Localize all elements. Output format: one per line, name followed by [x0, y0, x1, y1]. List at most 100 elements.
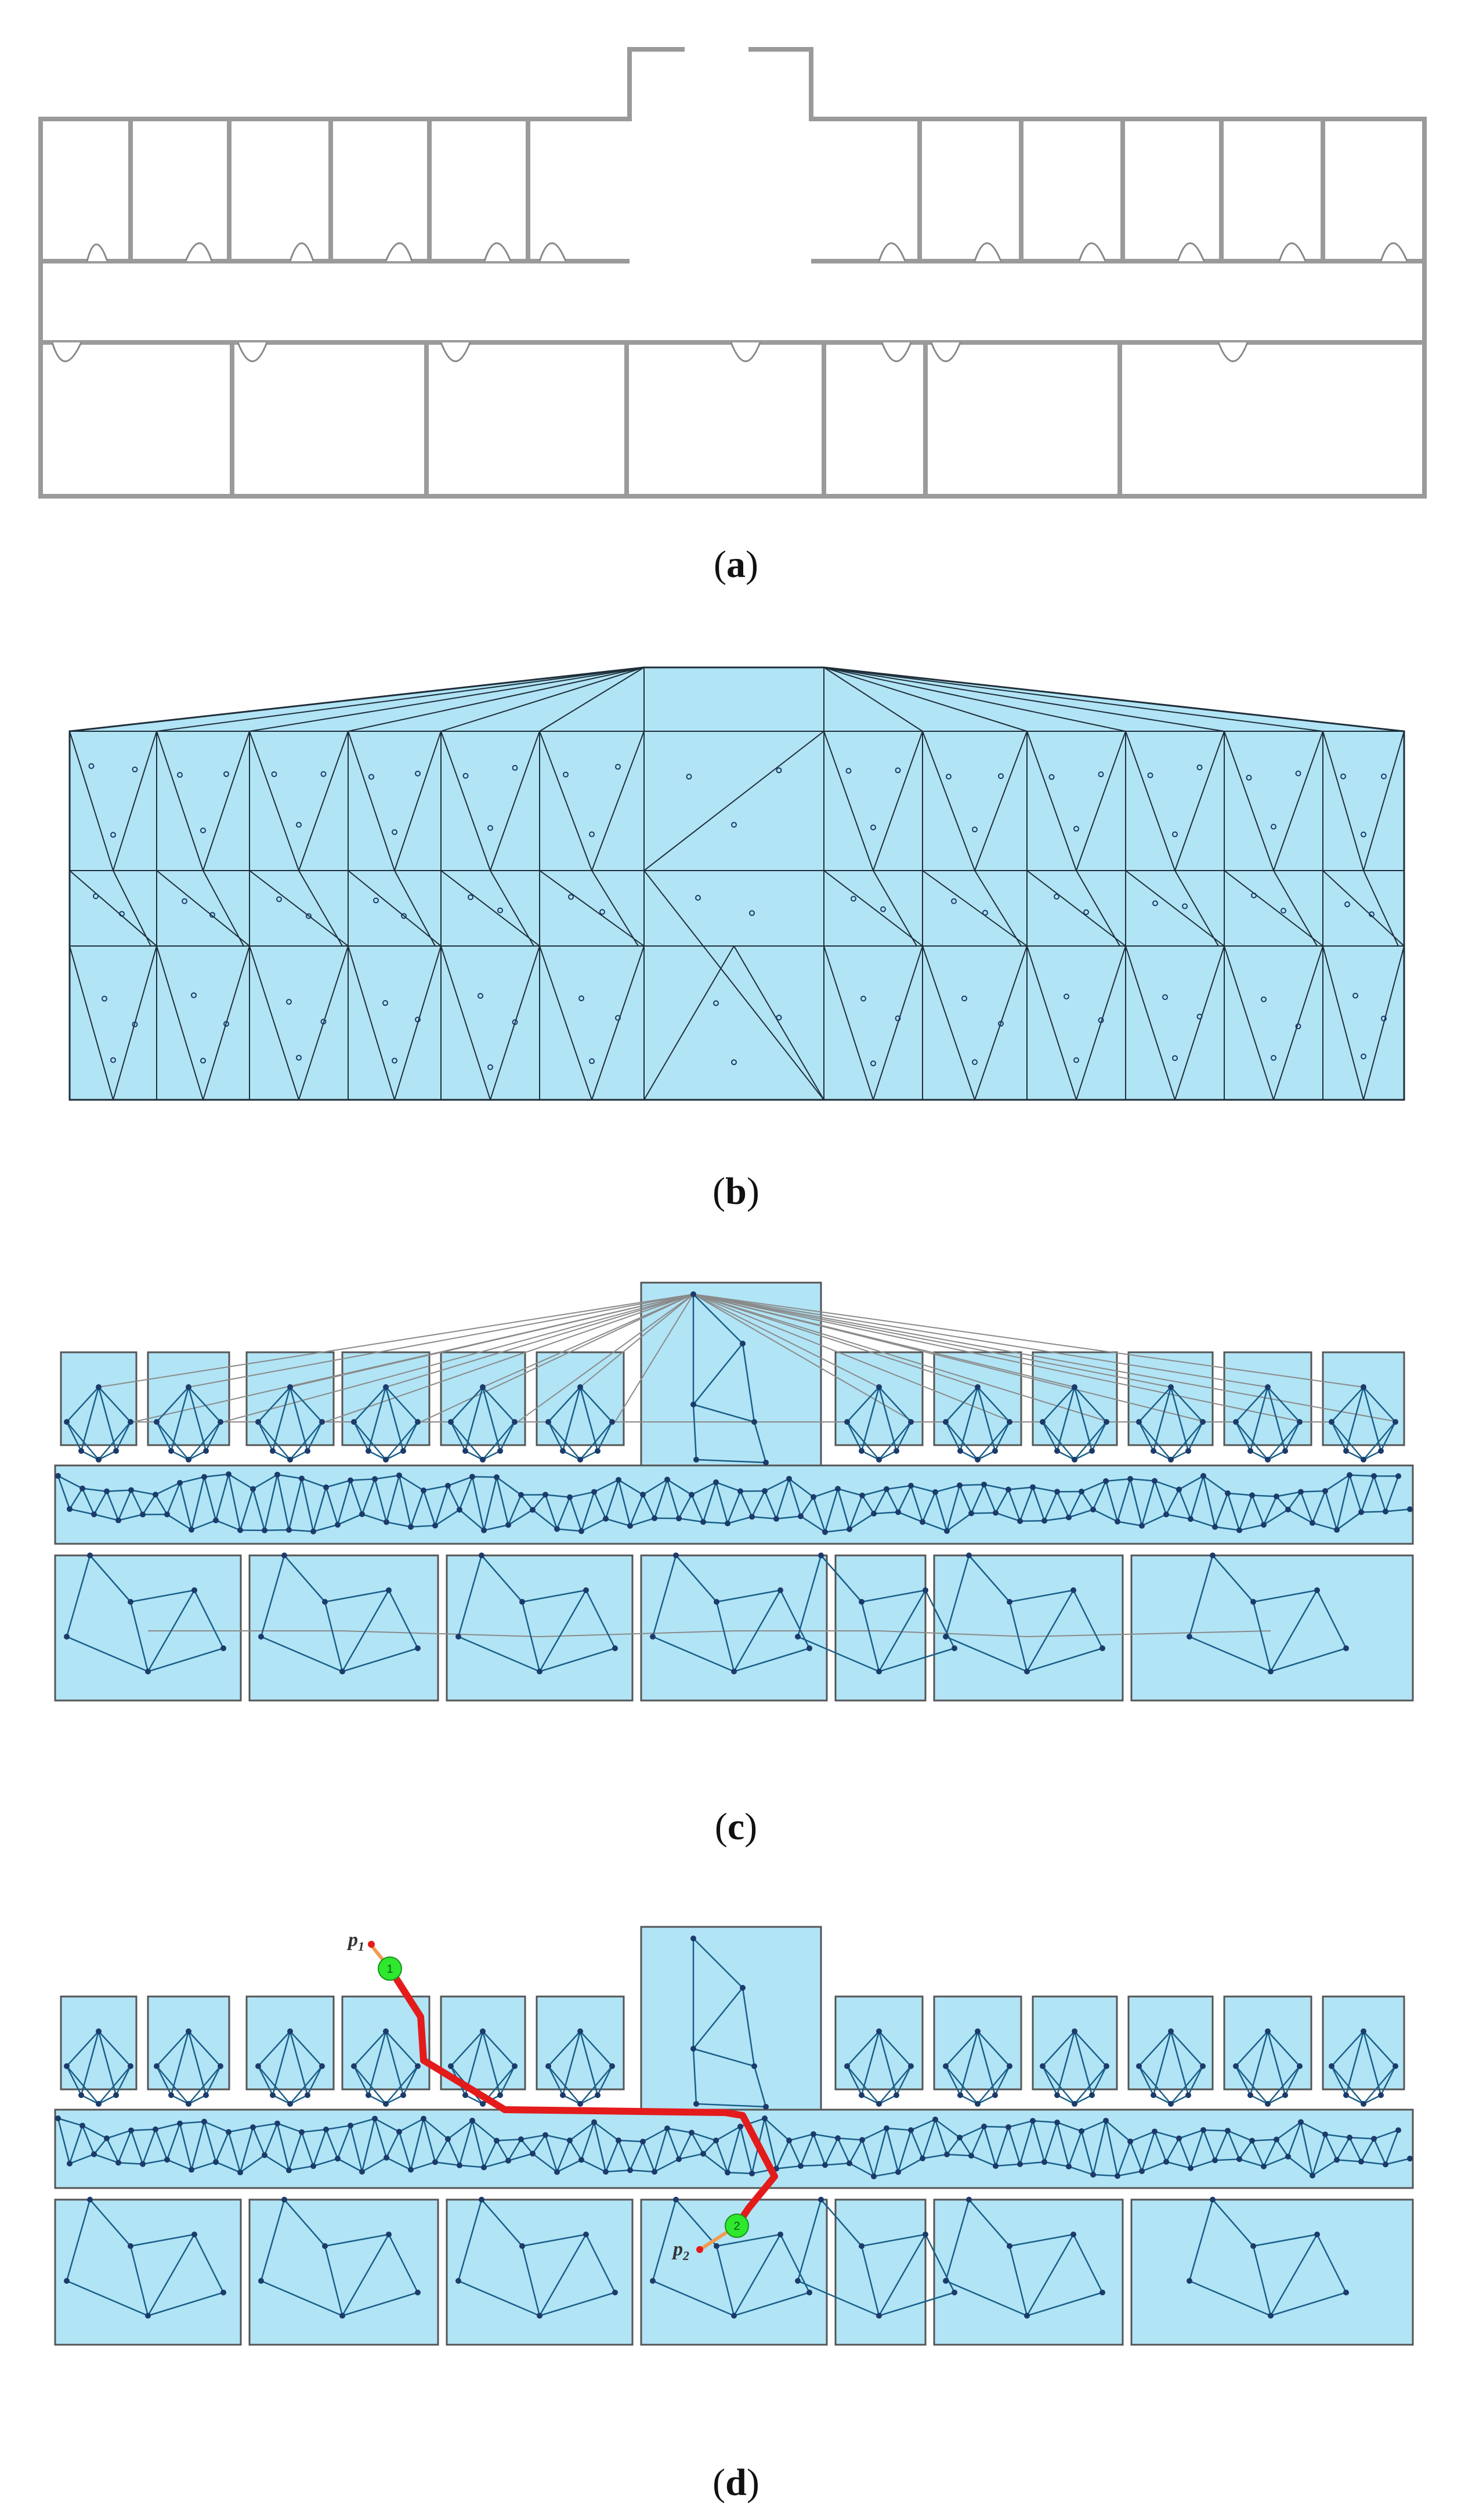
graph-node	[396, 2129, 402, 2135]
graph-node	[1163, 2158, 1169, 2165]
graph-edge	[410, 1525, 436, 1528]
graph-edge	[156, 2031, 189, 2067]
graph-edge	[532, 2153, 558, 2173]
graph-node	[1298, 2119, 1304, 2125]
graph-edge	[545, 1494, 570, 1498]
graph-edge	[458, 2280, 540, 2317]
graph-edge	[1284, 2066, 1301, 2096]
graph-node	[255, 1419, 261, 1425]
graph-edge	[288, 1478, 303, 1530]
mesh-edge	[298, 731, 349, 871]
graph-node	[1343, 2290, 1349, 2295]
graph-edge	[1235, 2066, 1252, 2096]
graph-edge	[434, 2138, 449, 2162]
graph-edge	[1361, 1511, 1386, 1513]
graph-edge	[179, 1476, 205, 1484]
graph-edge	[813, 1488, 838, 1498]
graph-node	[351, 2063, 357, 2069]
graph-edge	[93, 2138, 107, 2155]
graph-edge	[538, 1590, 587, 1672]
graph-node	[310, 1528, 316, 1535]
graph-node	[154, 2063, 160, 2069]
graph-edge	[605, 2140, 620, 2172]
graph-edge	[482, 1421, 515, 1460]
mesh-edge	[1322, 870, 1405, 947]
graph-edge	[435, 2161, 460, 2167]
graph-node	[213, 2159, 219, 2165]
graph-node	[700, 2150, 706, 2157]
graph-edge	[922, 1521, 947, 1532]
graph-node	[1024, 2313, 1030, 2319]
graph-node	[96, 2028, 102, 2034]
graph-edge	[788, 2140, 802, 2167]
graph-node	[351, 1419, 357, 1425]
graph-node	[609, 2063, 615, 2069]
graph-edge	[263, 2123, 279, 2156]
graph-edge	[886, 1485, 912, 1490]
graph-edge	[532, 1509, 558, 1530]
mesh-edge	[1322, 731, 1364, 871]
mesh-edge	[113, 870, 151, 947]
graph-node	[518, 2136, 524, 2143]
graph-node	[469, 1474, 475, 1480]
graph-edge	[342, 1647, 418, 1673]
graph-node	[78, 2092, 84, 2098]
graph-edge	[482, 1450, 501, 1461]
graph-node	[262, 2152, 267, 2158]
mesh-edge	[1224, 870, 1323, 947]
graph-edge	[652, 2199, 677, 2281]
graph-edge	[691, 1481, 717, 1496]
graph-edge	[1324, 2134, 1338, 2161]
graph-edge	[1178, 1475, 1204, 1490]
graph-edge	[68, 2125, 84, 2164]
graph-edge	[507, 1494, 522, 1526]
mesh-edge	[1363, 731, 1405, 871]
graph-node	[67, 1506, 73, 1512]
graph-edge	[118, 1514, 143, 1521]
graph-node	[115, 1517, 121, 1523]
graph-edge	[593, 1492, 607, 1519]
graph-edge	[465, 2094, 483, 2105]
graph-edge	[580, 1492, 595, 1532]
graph-edge	[1170, 2031, 1203, 2067]
graph-edge	[878, 2234, 927, 2316]
graph-edge	[1170, 1387, 1203, 1423]
graph-edge	[690, 1494, 704, 1522]
graph-node	[1361, 2028, 1366, 2034]
centroid-dot	[102, 995, 107, 1002]
graph-edge	[1042, 1387, 1075, 1423]
graph-edge	[739, 2126, 753, 2174]
graph-node	[186, 1457, 191, 1463]
graph-node	[255, 2063, 261, 2069]
graph-edge	[272, 2031, 291, 2096]
graph-edge	[66, 2066, 82, 2096]
graph-edge	[66, 1421, 82, 1452]
graph-node	[992, 1448, 998, 1454]
graph-edge	[142, 1494, 157, 1515]
mesh-fan-edge	[539, 667, 645, 732]
graph-edge	[306, 1421, 323, 1452]
graph-node	[64, 1634, 70, 1640]
centroid-dot	[1073, 825, 1079, 832]
graph-edge	[652, 1555, 677, 1637]
graph-node	[952, 2290, 957, 2295]
graph-edge	[544, 1494, 558, 1529]
graph-edge	[481, 2199, 523, 2247]
graph-edge	[204, 1473, 229, 1478]
graph-node	[923, 1587, 928, 1593]
graph-node	[1139, 2168, 1145, 2174]
graph-edge	[776, 1515, 801, 1520]
graph-node	[966, 1553, 972, 1558]
p2-marker-label: 2	[733, 2220, 740, 2233]
graph-node	[1030, 1484, 1036, 1490]
graph-edge	[257, 2066, 274, 2096]
graph-edge	[945, 1421, 978, 1460]
graph-node	[400, 1448, 406, 1454]
graph-node	[218, 2063, 223, 2069]
graph-node	[113, 1448, 119, 1454]
room-bottom	[1130, 1554, 1414, 1702]
graph-node	[140, 1511, 146, 1518]
graph-node	[372, 2115, 378, 2122]
graph-node	[1168, 1384, 1174, 1390]
graph-edge	[977, 2066, 1010, 2104]
